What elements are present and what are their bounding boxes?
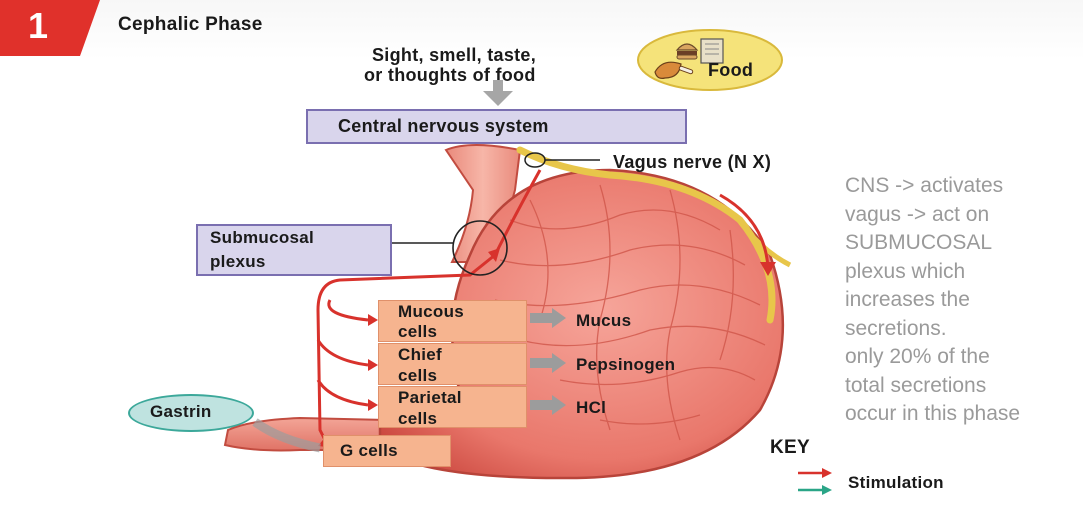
mucous-cells-line-2: cells [398, 322, 437, 342]
note-line: plexus which [845, 258, 1081, 287]
chief-cells-line-1: Chief [398, 345, 442, 365]
key-secondary-arrow [798, 485, 832, 495]
chief-cells-line-2: cells [398, 366, 437, 386]
parietal-cells-line-1: Parietal [398, 388, 462, 408]
note-line: vagus -> act on [845, 201, 1081, 230]
note-line: secretions. [845, 315, 1081, 344]
note-line: occur in this phase [845, 400, 1081, 429]
key-stimulation-arrow [798, 468, 832, 478]
key-stimulation-label: Stimulation [848, 473, 944, 493]
vagus-label: Vagus nerve (N X) [613, 152, 771, 173]
submucosal-label-line-1: Submucosal [210, 228, 314, 248]
key-title: KEY [770, 437, 810, 459]
mucous-cells-line-1: Mucous [398, 302, 464, 322]
submucosal-label-line-2: plexus [210, 252, 266, 272]
note-line: SUBMUCOSAL [845, 229, 1081, 258]
note-line: only 20% of the [845, 343, 1081, 372]
note-line: CNS -> activates [845, 172, 1081, 201]
mucus-label: Mucus [576, 311, 631, 331]
note-text: CNS -> activates vagus -> act on SUBMUCO… [845, 172, 1081, 429]
pepsinogen-label: Pepsinogen [576, 355, 675, 375]
g-cells-label: G cells [340, 441, 398, 461]
gastrin-label: Gastrin [150, 402, 212, 422]
note-line: total secretions [845, 372, 1081, 401]
hcl-label: HCl [576, 398, 606, 418]
note-line: increases the [845, 286, 1081, 315]
parietal-cells-line-2: cells [398, 409, 437, 429]
